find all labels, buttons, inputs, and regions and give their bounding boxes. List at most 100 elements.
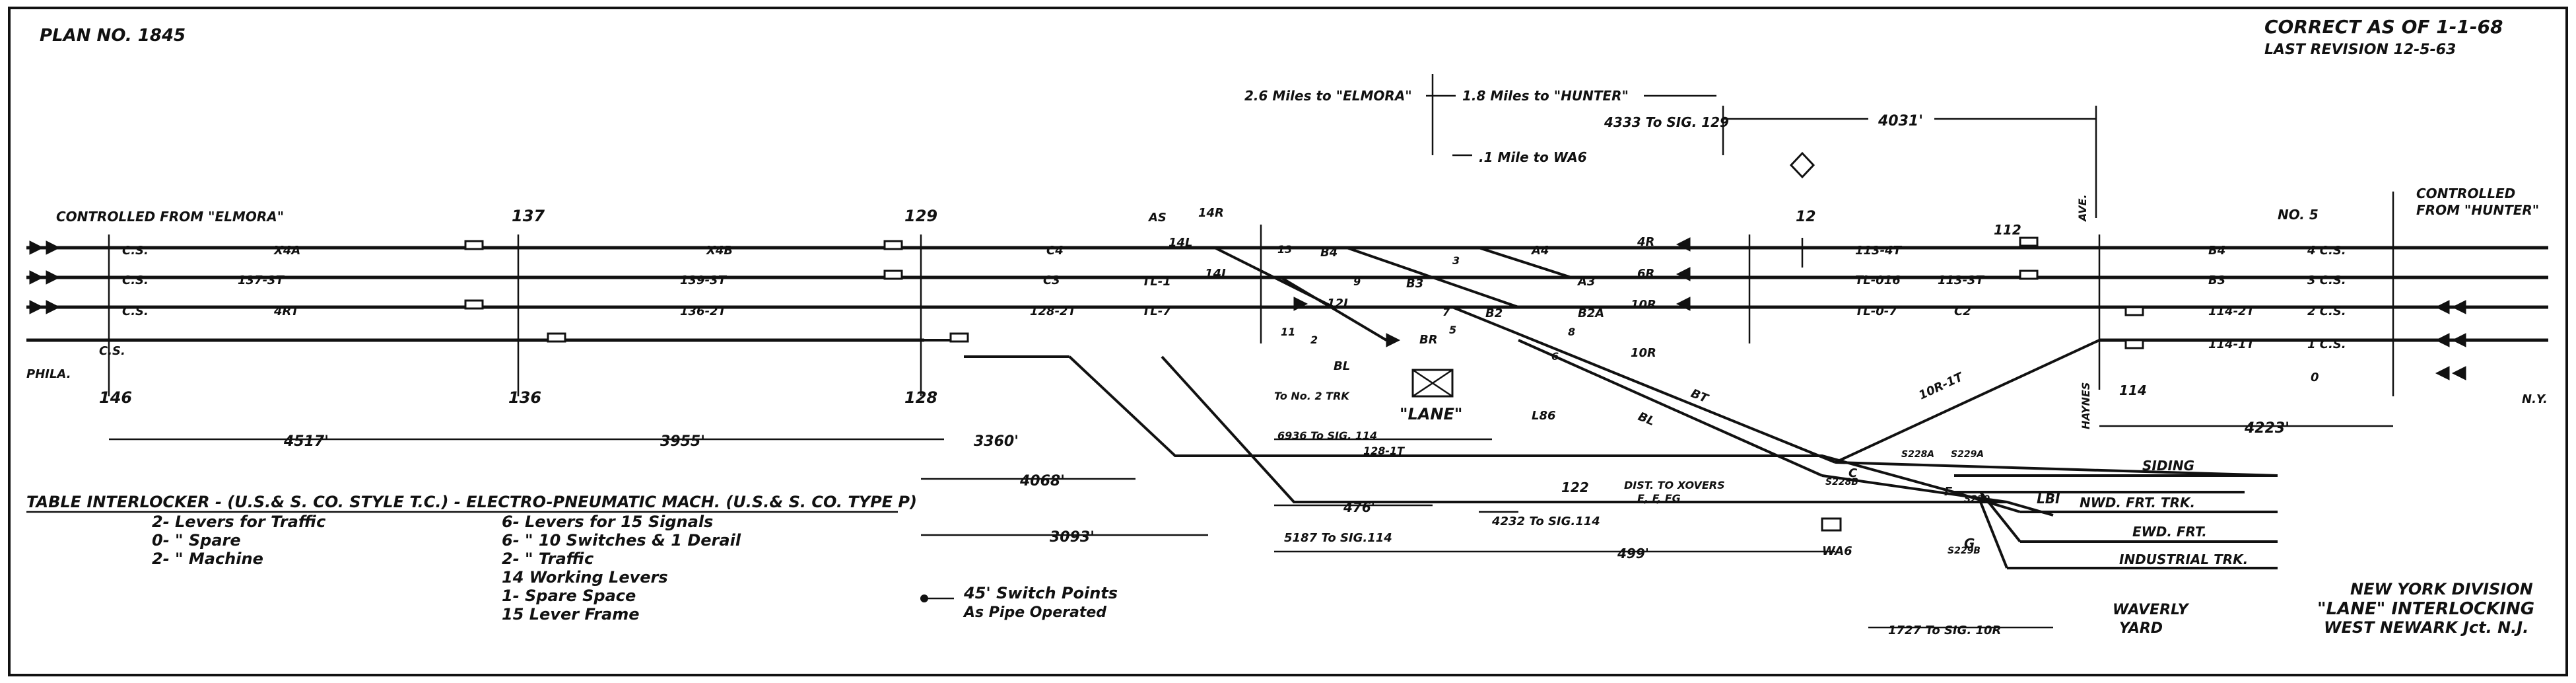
svg-text:2: 2 xyxy=(1310,334,1318,346)
wa6-label: WA6 xyxy=(1822,544,1852,558)
svg-text:A3: A3 xyxy=(1576,275,1595,289)
legend-k1: 45' Switch Points xyxy=(963,584,1118,602)
svg-text:B2A: B2A xyxy=(1578,306,1604,320)
track-128-1t: 128-1T xyxy=(1363,445,1405,457)
svg-text:8: 8 xyxy=(1568,326,1575,338)
svg-text:C.S.: C.S. xyxy=(99,344,125,358)
dwarf-signal xyxy=(2019,270,2039,280)
10r-1t-track xyxy=(1835,339,2100,464)
svg-text:C.S.: C.S. xyxy=(122,305,149,318)
dist-5187: 5187 To SIG.114 xyxy=(1284,531,1392,545)
svg-text:C: C xyxy=(1848,466,1858,480)
svg-text:14L: 14L xyxy=(1169,236,1193,250)
svg-text:X4B: X4B xyxy=(706,244,733,258)
svg-text:S229A: S229A xyxy=(1951,449,1984,460)
svg-text:6: 6 xyxy=(1551,350,1559,363)
tower-name: "LANE" xyxy=(1400,405,1462,423)
svg-text:TL-016: TL-016 xyxy=(1855,273,1901,287)
top-distances: 2.6 Miles to "ELMORA" 1.8 Miles to "HUNT… xyxy=(1244,74,2097,218)
svg-text:14R: 14R xyxy=(1198,206,1224,220)
lane-tower: "LANE" WA6 xyxy=(1400,369,1852,558)
dist-4232: 4232 To SIG.114 xyxy=(1491,515,1600,528)
legend-r1: 6- Levers for 15 Signals xyxy=(502,513,713,531)
svg-text:9: 9 xyxy=(1353,275,1361,288)
switch-labels: AS 14R 14L 14L 12L B4 B3 A4 A3 B2 B2A 4R… xyxy=(1147,206,1990,556)
svg-text:1 C.S.: 1 C.S. xyxy=(2307,338,2346,351)
signal-icon xyxy=(1293,297,1308,311)
footer-title: NEW YORK DIVISION "LANE" INTERLOCKING WE… xyxy=(2317,580,2534,637)
right-signal-heads xyxy=(2435,300,2466,380)
legend-r6: 15 Lever Frame xyxy=(502,605,640,624)
xovers-efg: E, F, FG xyxy=(1637,492,1681,505)
svg-text:2 C.S.: 2 C.S. xyxy=(2307,305,2346,318)
svg-text:10R: 10R xyxy=(1631,346,1656,360)
dist-476: 476' xyxy=(1343,499,1375,515)
svg-text:12L: 12L xyxy=(1327,297,1351,310)
to-no2-trk: To No. 2 TRK xyxy=(1274,390,1350,402)
nwd-frt-label: NWD. FRT. TRK. xyxy=(2080,495,2195,511)
main-tracks xyxy=(26,246,2548,517)
dist-1727: 1727 To SIG. 10R xyxy=(1888,624,2001,637)
waverly-label: WAVERLY xyxy=(2113,602,2190,618)
svg-text:4R: 4R xyxy=(1637,235,1654,249)
last-revision: LAST REVISION 12-5-63 xyxy=(2264,42,2456,58)
siding-connector xyxy=(1835,461,2278,477)
dist-4517: 4517' xyxy=(283,433,329,450)
wa6-box-icon xyxy=(1821,517,1842,532)
svg-text:BL: BL xyxy=(1636,410,1656,429)
yard-lead-c xyxy=(1979,501,2008,569)
bottom-distances: 4517' 3955' 3360' 4068' 3093' 476' 5187 … xyxy=(109,390,2393,637)
legend-title: TABLE INTERLOCKER - (U.S.& S. CO. STYLE … xyxy=(26,493,917,511)
svg-text:C.S.: C.S. xyxy=(122,273,149,287)
signal-137: 137 xyxy=(512,207,545,225)
signal-icon xyxy=(1676,267,1691,281)
diamond-sign-icon xyxy=(1789,151,1815,179)
correct-as-of: CORRECT AS OF 1-1-68 xyxy=(2264,16,2503,38)
location-label: WEST NEWARK Jct. N.J. xyxy=(2324,618,2528,637)
svg-text:10R: 10R xyxy=(1631,298,1656,312)
controlled-hunter-2: FROM "HUNTER" xyxy=(2416,202,2539,218)
dist-3360: 3360' xyxy=(974,433,1019,450)
svg-text:S228B: S228B xyxy=(1825,477,1858,487)
svg-text:13: 13 xyxy=(1277,243,1292,256)
dwarf-signals xyxy=(464,236,2144,349)
dist-6936: 6936 To SIG. 114 xyxy=(1277,429,1377,442)
dwarf-signal xyxy=(949,332,969,343)
svg-text:4RT: 4RT xyxy=(273,305,300,318)
yard-tracks: SIDING LBI NWD. FRT. TRK. EWD. FRT. INDU… xyxy=(1953,458,2278,637)
svg-text:114-2T: 114-2T xyxy=(2208,305,2256,318)
dwarf-signal xyxy=(2124,339,2144,349)
lbi-label: LBI xyxy=(2037,491,2060,507)
svg-text:N.Y.: N.Y. xyxy=(2522,392,2548,406)
signal-icon xyxy=(2435,366,2466,380)
legend-l3: 2- " Machine xyxy=(152,550,263,568)
crossover-d xyxy=(1279,276,1388,342)
signal-136: 136 xyxy=(508,388,541,407)
left-signal-heads xyxy=(29,240,61,314)
legend-r5: 1- Spare Space xyxy=(502,587,636,605)
svg-text:137-3T: 137-3T xyxy=(238,273,285,287)
controlled-from-elmora: CONTROLLED FROM "ELMORA" xyxy=(56,209,284,225)
crossover-b xyxy=(1346,246,1519,308)
svg-text:C4: C4 xyxy=(1046,244,1064,258)
dist-4223: 4223' xyxy=(2244,420,2289,437)
svg-text:BL: BL xyxy=(1334,359,1350,373)
svg-text:5: 5 xyxy=(1449,324,1456,336)
lead-track-2 xyxy=(1161,355,2054,517)
svg-text:C3: C3 xyxy=(1043,273,1060,287)
division-label: NEW YORK DIVISION xyxy=(2350,580,2533,598)
svg-text:128-2T: 128-2T xyxy=(1030,305,1077,318)
svg-text:3 C.S.: 3 C.S. xyxy=(2307,273,2346,287)
signal-icon xyxy=(2435,300,2466,314)
svg-text:S229: S229 xyxy=(1964,494,1990,505)
dist-to-xovers: DIST. TO XOVERS xyxy=(1624,479,1725,491)
dist-4068: 4068' xyxy=(1019,473,1065,489)
ewd-frt-label: EWD. FRT. xyxy=(2132,524,2207,540)
svg-text:114-1T: 114-1T xyxy=(2208,338,2256,351)
dist-3955: 3955' xyxy=(660,433,705,450)
legend-l2: 0- " Spare xyxy=(152,531,241,550)
svg-text:B4: B4 xyxy=(2208,244,2225,258)
svg-text:7: 7 xyxy=(1442,306,1450,318)
dist-3093: 3093' xyxy=(1050,529,1095,546)
to-hunter: 1.8 Miles to "HUNTER" xyxy=(1462,88,1629,104)
